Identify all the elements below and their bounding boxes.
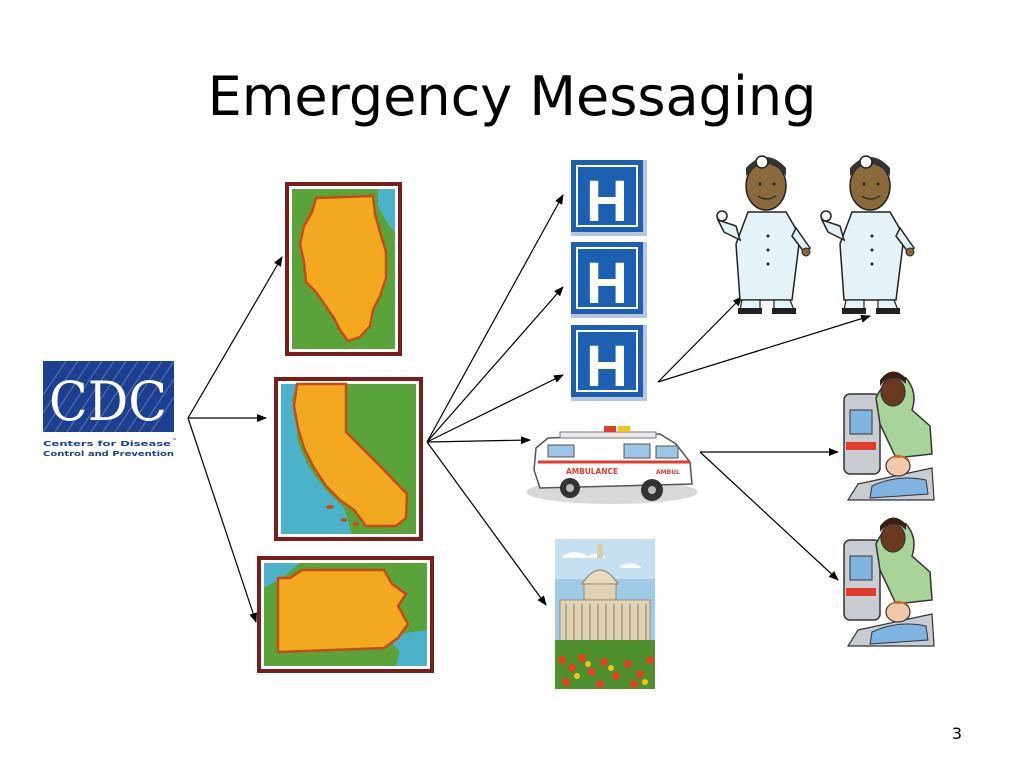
capitol-building-icon: [555, 539, 655, 689]
arrows: [187, 194, 871, 623]
hospital-sign-icon: H: [571, 160, 647, 236]
arrow-hospital-to-doctor-1: [657, 296, 743, 383]
ambulance-front-text: AMBULANCE: [566, 467, 618, 476]
california-map-icon: [274, 377, 423, 541]
hospital-letter-1: H: [586, 169, 628, 234]
arrow-california-to-hospital-3: [426, 374, 564, 443]
hospital-sign-icon: H: [571, 242, 647, 318]
arrow-ambulance-to-patient-2: [699, 451, 839, 581]
hospital-sign-icon: H: [571, 325, 647, 401]
page-number: 3: [951, 724, 962, 743]
hospital-letter-3: H: [586, 334, 628, 399]
hospital-letter-2: H: [586, 251, 628, 316]
cdc-letters: CDC: [49, 370, 167, 433]
slide-title: Emergency Messaging: [207, 65, 817, 128]
arrow-cdc-to-pennsylvania: [187, 417, 257, 623]
paramedic-patient-icon: [843, 371, 935, 501]
ambulance-icon: AMBULANCE AMBUL: [526, 426, 698, 504]
doctor-icon: [716, 155, 812, 314]
arrow-california-to-capitol: [426, 441, 547, 606]
ambulance-side-text: AMBUL: [656, 469, 680, 476]
arrow-cdc-to-illinois: [187, 256, 283, 419]
arrow-california-to-ambulance: [426, 436, 531, 445]
pennsylvania-map-icon: [257, 556, 434, 673]
cdc-tagline-line2: Control and Prevention: [43, 450, 174, 458]
arrow-california-to-hospital-1: [426, 194, 564, 443]
arrow-hospital-to-doctor-2: [657, 314, 871, 383]
cdc-logo-icon: CDC Centers for Disease ™ Control and Pr…: [42, 360, 177, 458]
doctor-icon: [820, 155, 916, 314]
illinois-map-icon: [285, 182, 402, 356]
arrow-california-to-hospital-2: [426, 286, 564, 443]
cdc-tagline-line1: Centers for Disease: [43, 440, 171, 448]
cdc-trademark: ™: [172, 438, 177, 444]
paramedic-patient-icon: [843, 517, 935, 647]
